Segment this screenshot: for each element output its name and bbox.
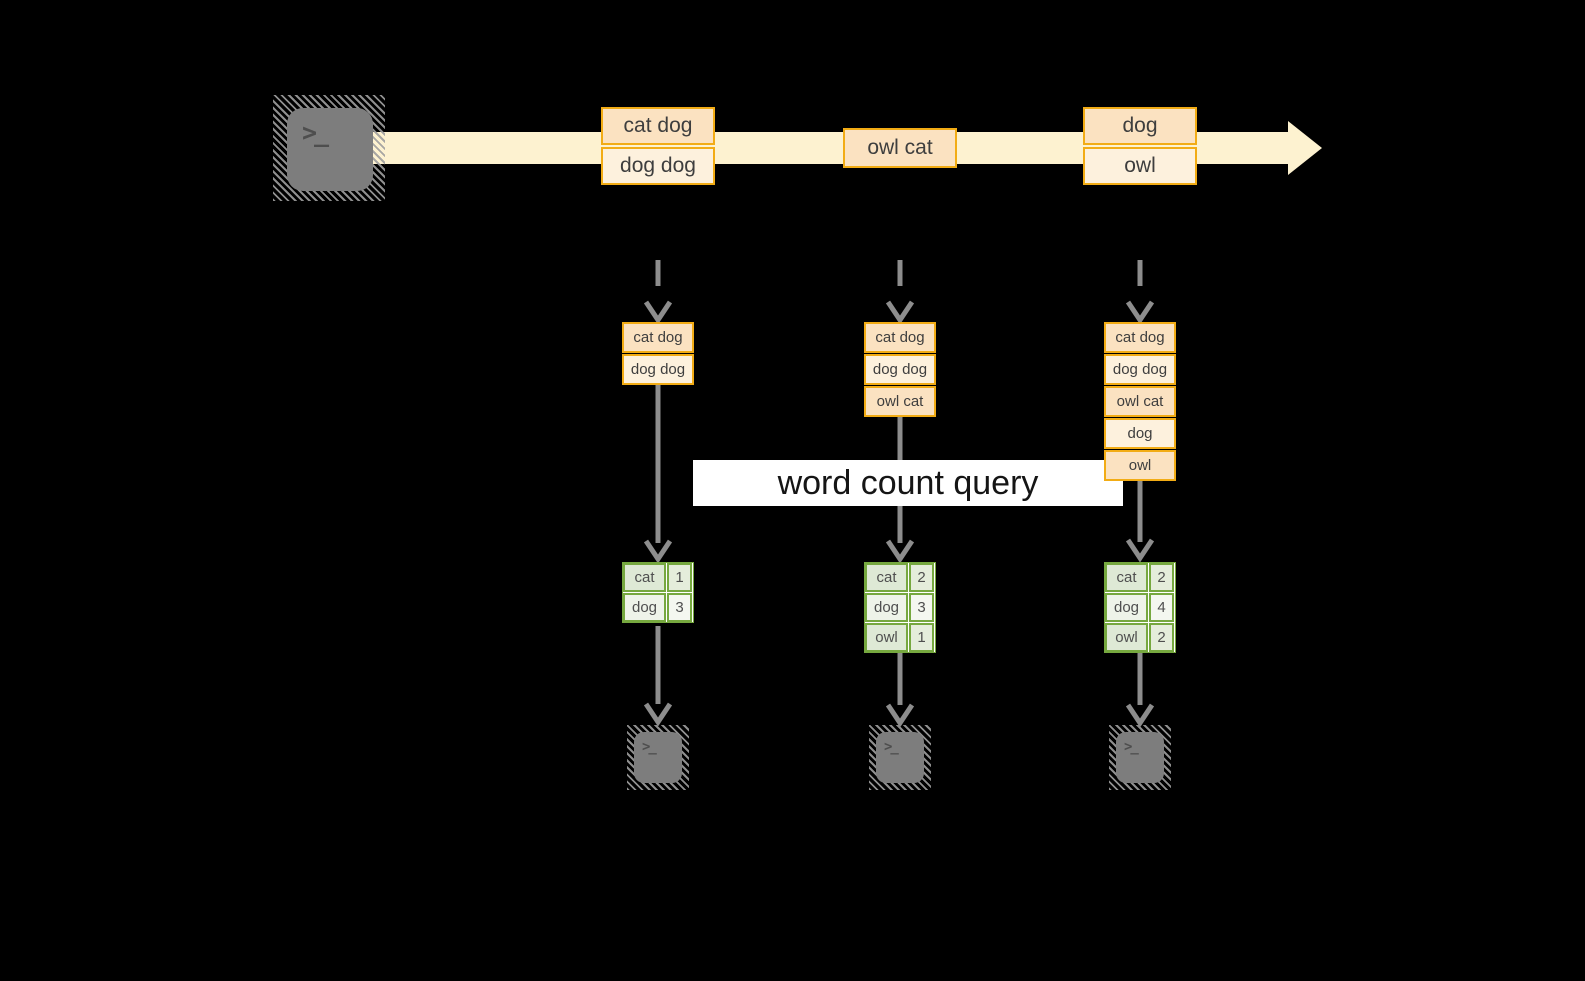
stream-arrowhead-icon xyxy=(1288,121,1322,175)
stream-event-box: dog owl xyxy=(1083,107,1197,185)
arrow-down-icon xyxy=(885,653,915,727)
count-cell: 3 xyxy=(909,593,934,622)
source-terminal-icon: >_ xyxy=(273,95,385,201)
word-cell: dog xyxy=(1105,593,1148,622)
stream-event-cell: cat dog xyxy=(601,107,715,145)
terminal-body: >_ xyxy=(287,108,373,191)
count-cell: 1 xyxy=(909,623,934,652)
count-cell: 2 xyxy=(1149,563,1174,592)
count-cell: 2 xyxy=(909,563,934,592)
arrow-down-icon xyxy=(643,626,673,726)
stack-cell: dog dog xyxy=(1104,354,1176,385)
terminal-body: >_ xyxy=(634,732,682,783)
arrow-down-icon xyxy=(1125,653,1155,727)
stack-cell: owl cat xyxy=(864,386,936,417)
word-cell: owl xyxy=(865,623,908,652)
word-count-table: cat 2 dog 3 owl 1 xyxy=(864,562,936,653)
word-cell: owl xyxy=(1105,623,1148,652)
terminal-prompt-icon: >_ xyxy=(1124,739,1139,755)
worker-event-stack: cat dog dog dog xyxy=(622,322,694,385)
count-cell: 4 xyxy=(1149,593,1174,622)
stack-cell: cat dog xyxy=(864,322,936,353)
dashed-arrow-down-icon xyxy=(643,260,673,324)
worker-event-stack: cat dog dog dog owl cat dog owl xyxy=(1104,322,1176,481)
count-cell: 1 xyxy=(667,563,692,592)
word-cell: dog xyxy=(865,593,908,622)
stack-cell: cat dog xyxy=(1104,322,1176,353)
stack-cell: owl xyxy=(1104,450,1176,481)
dashed-arrow-down-icon xyxy=(885,260,915,324)
word-cell: cat xyxy=(1105,563,1148,592)
stream-event-cell: dog dog xyxy=(601,147,715,185)
word-cell: dog xyxy=(623,593,666,622)
stream-event-box: owl cat xyxy=(843,128,957,168)
terminal-prompt-icon: >_ xyxy=(884,739,899,755)
terminal-prompt-icon: >_ xyxy=(302,118,329,147)
stack-cell: cat dog xyxy=(622,322,694,353)
stack-cell: dog xyxy=(1104,418,1176,449)
stack-cell: dog dog xyxy=(622,354,694,385)
word-count-table: cat 2 dog 4 owl 2 xyxy=(1104,562,1176,653)
word-count-table: cat 1 dog 3 xyxy=(622,562,694,623)
count-cell: 2 xyxy=(1149,623,1174,652)
stream-event-cell: owl cat xyxy=(843,128,957,168)
stack-cell: dog dog xyxy=(864,354,936,385)
stream-event-box: cat dog dog dog xyxy=(601,107,715,185)
terminal-prompt-icon: >_ xyxy=(642,739,657,755)
query-label-text: word count query xyxy=(777,463,1039,502)
output-terminal-icon: >_ xyxy=(627,725,689,790)
worker-event-stack: cat dog dog dog owl cat xyxy=(864,322,936,417)
terminal-body: >_ xyxy=(1116,732,1164,783)
word-cell: cat xyxy=(865,563,908,592)
count-cell: 3 xyxy=(667,593,692,622)
stack-cell: owl cat xyxy=(1104,386,1176,417)
word-cell: cat xyxy=(623,563,666,592)
dashed-arrow-down-icon xyxy=(1125,260,1155,324)
stream-event-cell: owl xyxy=(1083,147,1197,185)
output-terminal-icon: >_ xyxy=(1109,725,1171,790)
arrow-down-icon xyxy=(1125,480,1155,562)
stream-event-cell: dog xyxy=(1083,107,1197,145)
output-terminal-icon: >_ xyxy=(869,725,931,790)
query-label: word count query xyxy=(693,460,1123,506)
arrow-down-icon xyxy=(643,385,673,563)
terminal-body: >_ xyxy=(876,732,924,783)
